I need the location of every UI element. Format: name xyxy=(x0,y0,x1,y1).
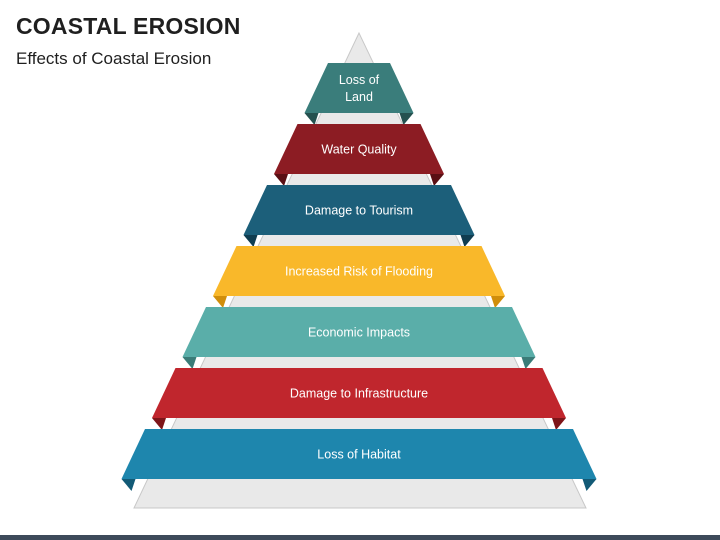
pyramid-level-label: Water Quality xyxy=(321,143,397,157)
band-fold-right xyxy=(430,174,444,186)
pyramid-level-band xyxy=(182,307,536,357)
pyramid-level-label-line: Water Quality xyxy=(321,143,397,157)
band-fold-left xyxy=(304,113,319,125)
pyramid-level-band xyxy=(213,246,505,296)
pyramid-level-label-line: Damage to Tourism xyxy=(305,204,413,218)
pyramid-level-label-line: Loss of xyxy=(339,73,380,87)
pyramid-level-label: Damage to Infrastructure xyxy=(290,387,428,401)
pyramid-level-band xyxy=(121,429,597,479)
pyramid-level-label-line: Increased Risk of Flooding xyxy=(285,265,433,279)
band-fold-right xyxy=(521,357,536,369)
pyramid-level-label-line: Land xyxy=(345,90,373,104)
band-fold-left xyxy=(243,235,258,247)
band-fold-left xyxy=(152,418,166,430)
slide-subtitle: Effects of Coastal Erosion xyxy=(16,49,212,68)
pyramid-level-label: Loss of Land xyxy=(339,73,380,104)
bottom-accent-bar xyxy=(0,535,720,540)
pyramid-level-label: Increased Risk of Flooding xyxy=(285,265,433,279)
pyramid-level-band xyxy=(304,63,414,113)
band-fold-left xyxy=(182,357,197,369)
band-fold-left xyxy=(121,479,136,491)
pyramid-level-band xyxy=(152,368,566,418)
pyramid-level-label: Economic Impacts xyxy=(308,326,410,340)
pyramid-level-label: Damage to Tourism xyxy=(305,204,413,218)
slide-title: COASTAL EROSION xyxy=(16,13,241,39)
pyramid-level-label-line: Loss of Habitat xyxy=(317,448,401,462)
pyramid-level-label-line: Economic Impacts xyxy=(308,326,410,340)
band-fold-right xyxy=(399,113,414,125)
pyramid-level-band xyxy=(274,124,444,174)
band-fold-right xyxy=(491,296,505,308)
pyramid-level-label: Loss of Habitat xyxy=(317,448,401,462)
band-fold-right xyxy=(582,479,597,491)
band-fold-right xyxy=(552,418,566,430)
pyramid-level-band xyxy=(243,185,475,235)
band-fold-left xyxy=(274,174,288,186)
band-fold-left xyxy=(213,296,227,308)
band-fold-right xyxy=(460,235,475,247)
pyramid-level-label-line: Damage to Infrastructure xyxy=(290,387,428,401)
